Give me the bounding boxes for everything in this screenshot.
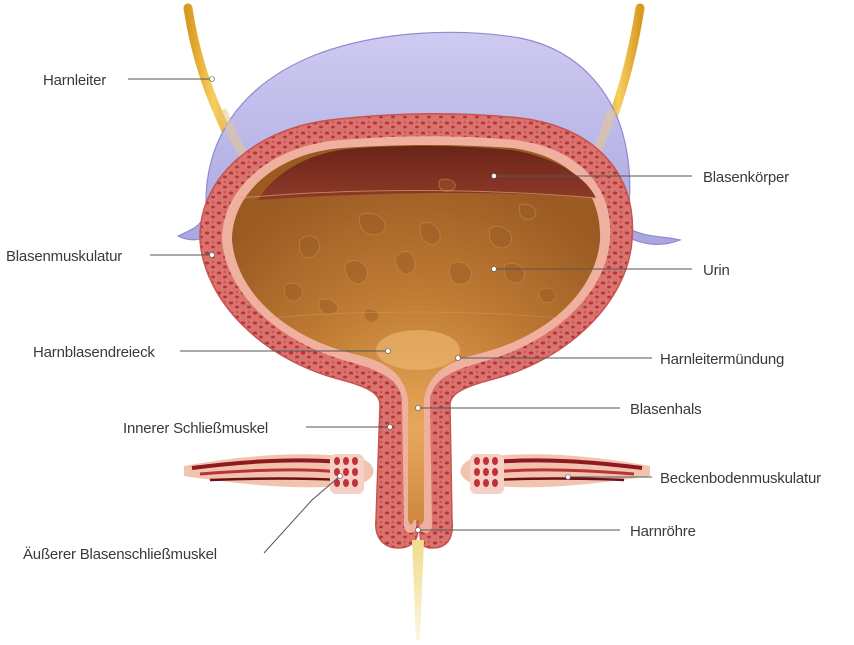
label-innerer-schliessmuskel: Innerer Schließmuskel bbox=[123, 420, 268, 437]
label-harnroehre: Harnröhre bbox=[630, 523, 696, 540]
pelvic-floor-left bbox=[184, 454, 374, 494]
label-harnleitermuendung: Harnleitermündung bbox=[660, 351, 784, 368]
label-harnleiter: Harnleiter bbox=[43, 72, 106, 89]
label-urin: Urin bbox=[703, 262, 730, 279]
label-blasenhals: Blasenhals bbox=[630, 401, 701, 418]
label-blasenkoerper: Blasenkörper bbox=[703, 169, 789, 186]
label-harnblasendreieck: Harnblasendreieck bbox=[33, 344, 155, 361]
label-aeusserer-blasenschliessmuskel: Äußerer Blasenschließmuskel bbox=[23, 546, 217, 563]
urine-stream bbox=[412, 540, 424, 640]
label-beckenbodenmuskulatur: Beckenbodenmuskulatur bbox=[660, 470, 821, 487]
pelvic-floor-right bbox=[461, 454, 651, 494]
label-blasenmuskulatur: Blasenmuskulatur bbox=[6, 248, 122, 265]
